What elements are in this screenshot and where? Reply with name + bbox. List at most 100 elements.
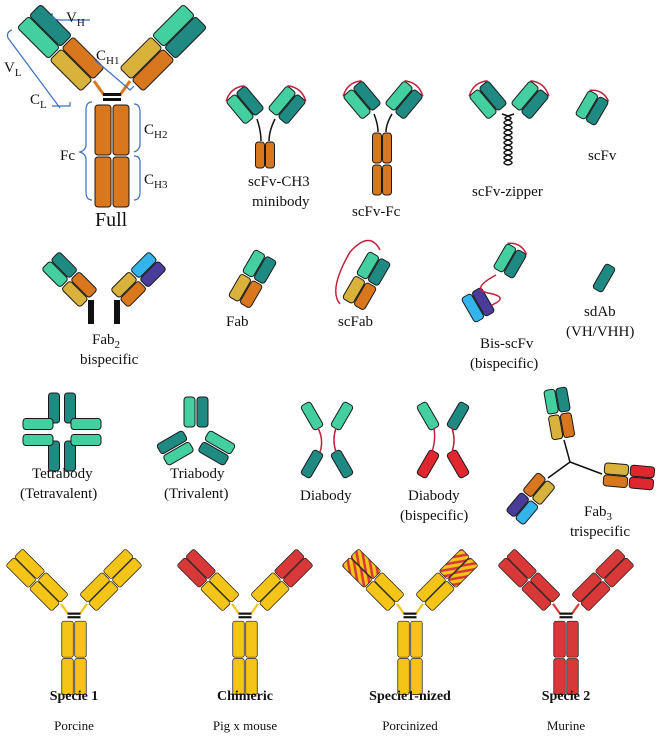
ch1-domain bbox=[71, 272, 97, 298]
chimeric-antibody-icon bbox=[177, 549, 313, 695]
triabody-label-1: Triabody bbox=[170, 466, 225, 482]
cl-domain bbox=[532, 480, 555, 505]
vl-domain bbox=[342, 557, 372, 588]
murine-label: Murine bbox=[547, 718, 586, 733]
vh-domain bbox=[448, 557, 478, 588]
vh-domain bbox=[14, 549, 45, 579]
vh-domain bbox=[504, 249, 527, 279]
vl-domain bbox=[153, 5, 194, 46]
vl-domain bbox=[18, 17, 59, 58]
ch1-label: CH1 bbox=[96, 48, 119, 67]
ch3-label: CH3 bbox=[144, 172, 168, 191]
dimerization-domain bbox=[114, 300, 120, 324]
vh-domain bbox=[254, 256, 277, 284]
vh-domain bbox=[236, 86, 264, 116]
ch1-domain bbox=[424, 581, 455, 611]
specie2-murine-antibody-icon bbox=[498, 549, 634, 695]
vl-domain bbox=[439, 549, 470, 579]
specie1-porcine-antibody-icon bbox=[6, 549, 142, 695]
vh-domain bbox=[300, 449, 324, 479]
hinge bbox=[60, 603, 70, 615]
ch2-domain bbox=[94, 104, 112, 156]
linker bbox=[451, 427, 455, 453]
vl-domain bbox=[595, 549, 626, 579]
vh-domain bbox=[198, 441, 229, 466]
scfv-fc-label: scFv-Fc bbox=[352, 204, 401, 220]
ch2-domain bbox=[61, 620, 74, 658]
ch3-domain bbox=[112, 156, 130, 208]
vh-domain bbox=[330, 449, 354, 479]
disulfide-bond bbox=[559, 616, 573, 619]
peptide-linker bbox=[335, 239, 381, 305]
fab2-bispecific-icon bbox=[42, 252, 166, 324]
cl-domain bbox=[603, 462, 630, 477]
ch3-domain bbox=[245, 658, 258, 695]
hinge bbox=[570, 603, 580, 615]
scfv-icon bbox=[575, 89, 610, 126]
ch3-domain bbox=[94, 156, 112, 208]
sdab-label-2: (VH/VHH) bbox=[566, 324, 634, 340]
vh-domain bbox=[479, 81, 507, 111]
cl-domain bbox=[62, 281, 88, 307]
minibody-label-1: scFv-CH3 bbox=[248, 174, 310, 190]
vl-domain bbox=[515, 500, 539, 525]
fab-label: Fab bbox=[226, 314, 249, 330]
linker bbox=[256, 118, 262, 142]
ch1-domain bbox=[523, 472, 546, 497]
vl-domain bbox=[446, 449, 470, 479]
vl-domain bbox=[268, 86, 296, 116]
cl-domain bbox=[50, 49, 92, 91]
ch3-domain bbox=[61, 658, 74, 695]
ch3-domain bbox=[232, 658, 245, 695]
vh-domain bbox=[368, 258, 391, 286]
full-label: Full bbox=[95, 209, 128, 231]
disulfide-bond bbox=[559, 612, 573, 615]
hinge bbox=[78, 603, 88, 615]
vh-domain bbox=[555, 386, 571, 413]
vl-domain bbox=[6, 557, 36, 588]
ch1-domain bbox=[38, 572, 68, 603]
vh-domain bbox=[156, 430, 188, 455]
ch1-domain bbox=[88, 581, 119, 611]
peptide-linker bbox=[287, 85, 307, 102]
tetrabody-icon bbox=[22, 392, 102, 472]
porcinized-antibody-icon bbox=[342, 549, 478, 695]
cl-domain bbox=[29, 581, 60, 611]
vh-domain bbox=[472, 287, 495, 317]
vh-domain bbox=[446, 401, 470, 431]
ch2-domain bbox=[397, 620, 410, 658]
ch3-domain bbox=[382, 164, 392, 196]
vl-domain bbox=[42, 261, 68, 287]
vh-domain bbox=[586, 96, 609, 126]
scfab-label: scFab bbox=[338, 314, 373, 330]
vl-domain bbox=[511, 81, 539, 111]
ch3-domain bbox=[397, 658, 410, 695]
vh-domain bbox=[353, 81, 381, 111]
ch2-domain bbox=[410, 620, 423, 658]
diabody-icon bbox=[300, 401, 354, 479]
cl-domain bbox=[572, 572, 602, 603]
vh-domain bbox=[628, 476, 655, 491]
vl-domain bbox=[469, 89, 497, 119]
vh-domain bbox=[416, 449, 440, 479]
hinge bbox=[396, 603, 406, 615]
ch2-domain bbox=[566, 620, 579, 658]
ch1-domain bbox=[62, 37, 104, 79]
chimeric-label: Chimeric bbox=[217, 689, 273, 704]
vl-domain bbox=[385, 81, 413, 111]
fab3-trispecific-icon bbox=[506, 386, 656, 525]
triabody-label-2: (Trivalent) bbox=[164, 486, 228, 502]
hinge bbox=[92, 80, 106, 96]
vh-domain bbox=[51, 252, 77, 278]
hinge bbox=[118, 80, 132, 96]
fc-label: Fc bbox=[60, 148, 75, 164]
vl-domain bbox=[183, 396, 196, 428]
cl-domain bbox=[228, 274, 251, 302]
peptide-linker bbox=[225, 85, 245, 102]
vh-domain bbox=[112, 557, 142, 588]
ch3-domain bbox=[255, 141, 265, 169]
fab2-label-1: Fab2 bbox=[92, 332, 120, 351]
vl-domain bbox=[131, 252, 157, 278]
vl-domain bbox=[493, 243, 516, 273]
fab-icon bbox=[228, 249, 277, 308]
